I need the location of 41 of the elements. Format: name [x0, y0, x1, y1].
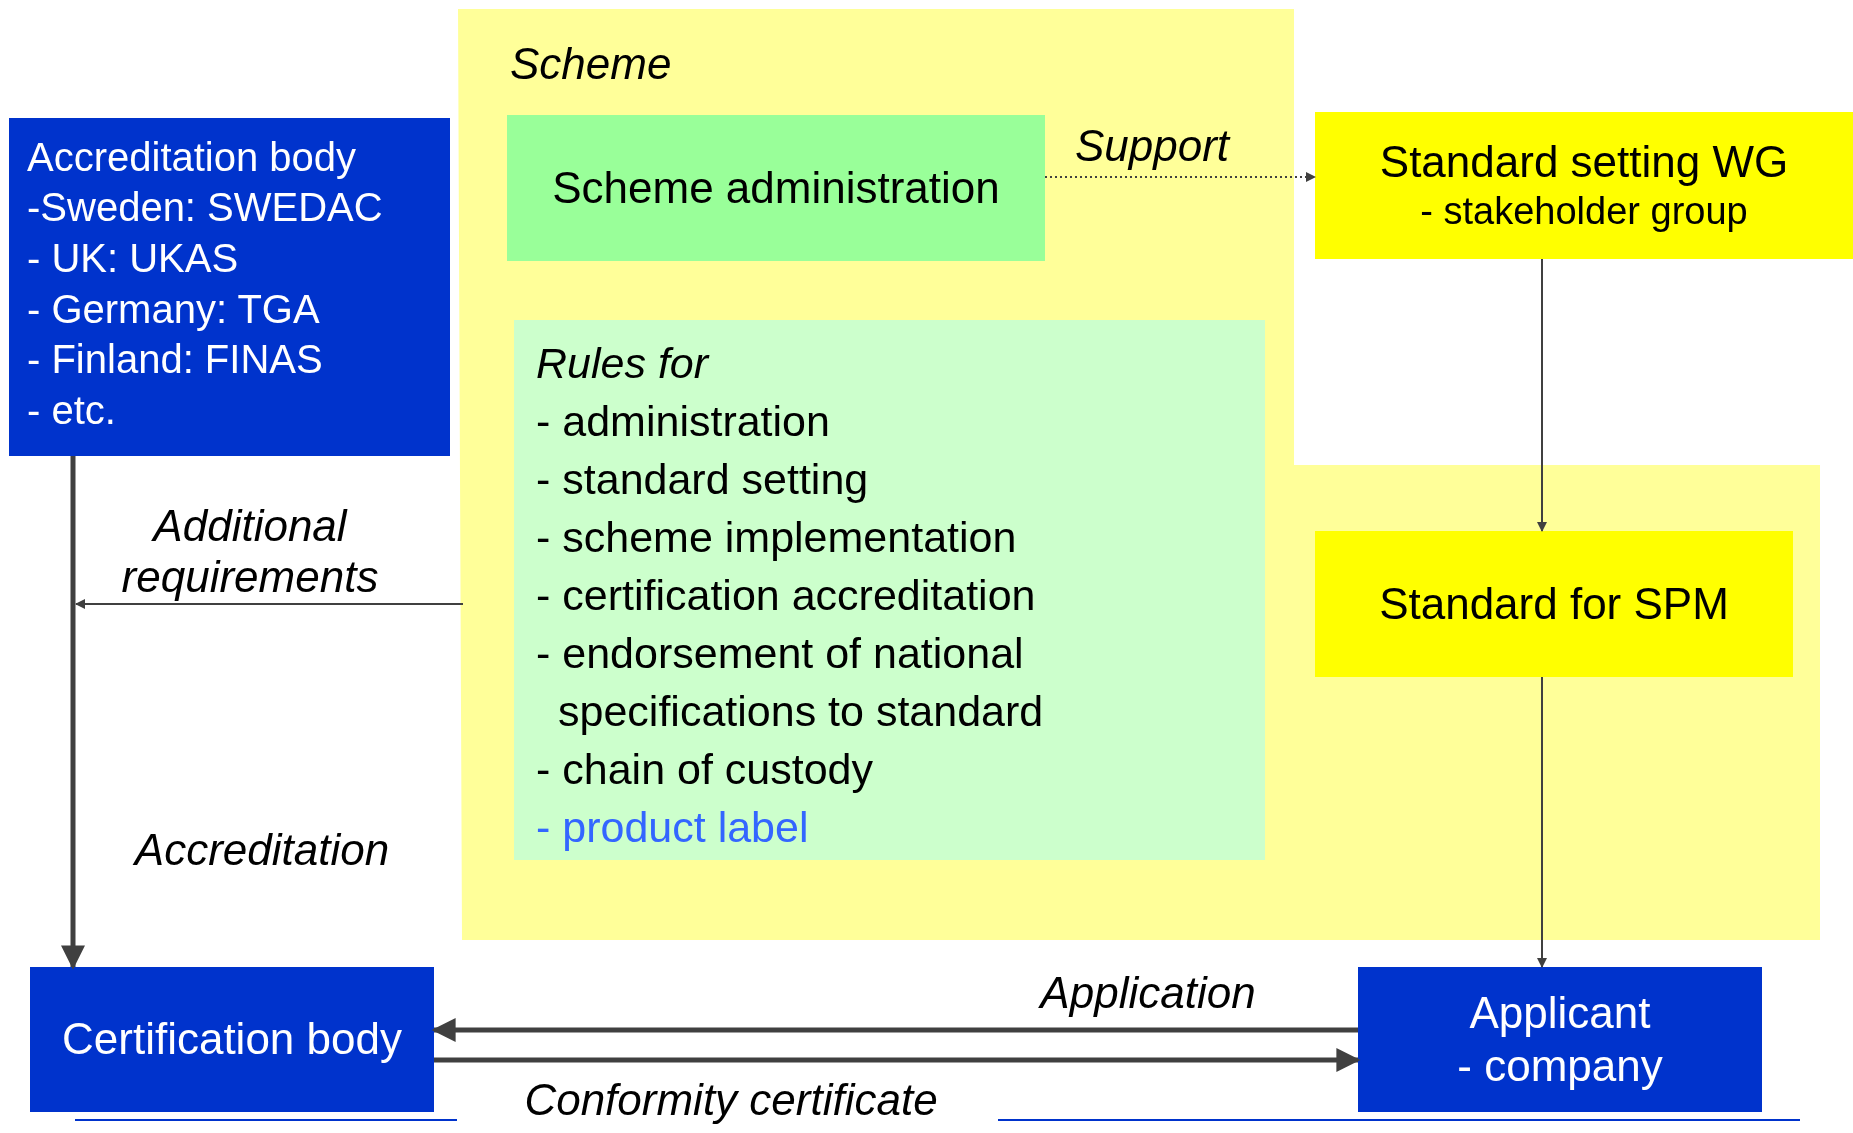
- node-box: [1315, 112, 1853, 259]
- list-item: - chain of custody: [536, 744, 873, 796]
- arrow: [1044, 172, 1316, 182]
- edge-label: Conformity certificate: [524, 1074, 938, 1126]
- list-item: - administration: [536, 396, 830, 448]
- node-title: Rules for: [536, 338, 709, 389]
- area-heading: Scheme: [510, 39, 672, 89]
- node-box: [1315, 531, 1793, 677]
- list-item: - scheme implementation: [536, 512, 1017, 564]
- node-box: [514, 320, 1265, 860]
- list-item: - endorsement of national specifications to standard: [536, 628, 1045, 738]
- node-title: Scheme administration: [552, 161, 1000, 214]
- node-title: Standard for SPM: [1379, 577, 1729, 630]
- list-item: - stakeholder group: [1420, 189, 1748, 235]
- arrow: [1537, 258, 1547, 532]
- arrow: [431, 1018, 1358, 1042]
- arrow: [75, 599, 464, 609]
- node-box: [507, 115, 1045, 261]
- edge-label: Additional requirements: [120, 501, 380, 603]
- list-item: - company: [1457, 1039, 1663, 1092]
- list-item: - Finland: FINAS: [27, 336, 323, 384]
- list-item: - etc.: [27, 387, 116, 435]
- node-title: Applicant: [1469, 986, 1651, 1039]
- list-item: - certification accreditation: [536, 570, 1036, 622]
- list-item: - Germany: TGA: [27, 285, 320, 333]
- edge-label: Accreditation: [134, 824, 390, 876]
- list-item: - UK: UKAS: [27, 234, 239, 282]
- node-box: [1358, 967, 1762, 1112]
- arrow: [1537, 676, 1547, 968]
- node-box: [9, 118, 450, 456]
- node-title: Certification body: [62, 1013, 402, 1066]
- edge-label: Support: [1074, 120, 1230, 172]
- list-item: -Sweden: SWEDAC: [27, 184, 383, 231]
- node-title: Standard setting WG: [1379, 136, 1789, 189]
- node-box: [30, 967, 434, 1112]
- list-item: - standard setting: [536, 454, 869, 506]
- edge-label: Application: [1040, 967, 1256, 1019]
- node-title: Accreditation body: [27, 134, 357, 181]
- arrow: [61, 456, 85, 970]
- arrow: [434, 1048, 1361, 1072]
- list-item: - product label: [536, 802, 809, 854]
